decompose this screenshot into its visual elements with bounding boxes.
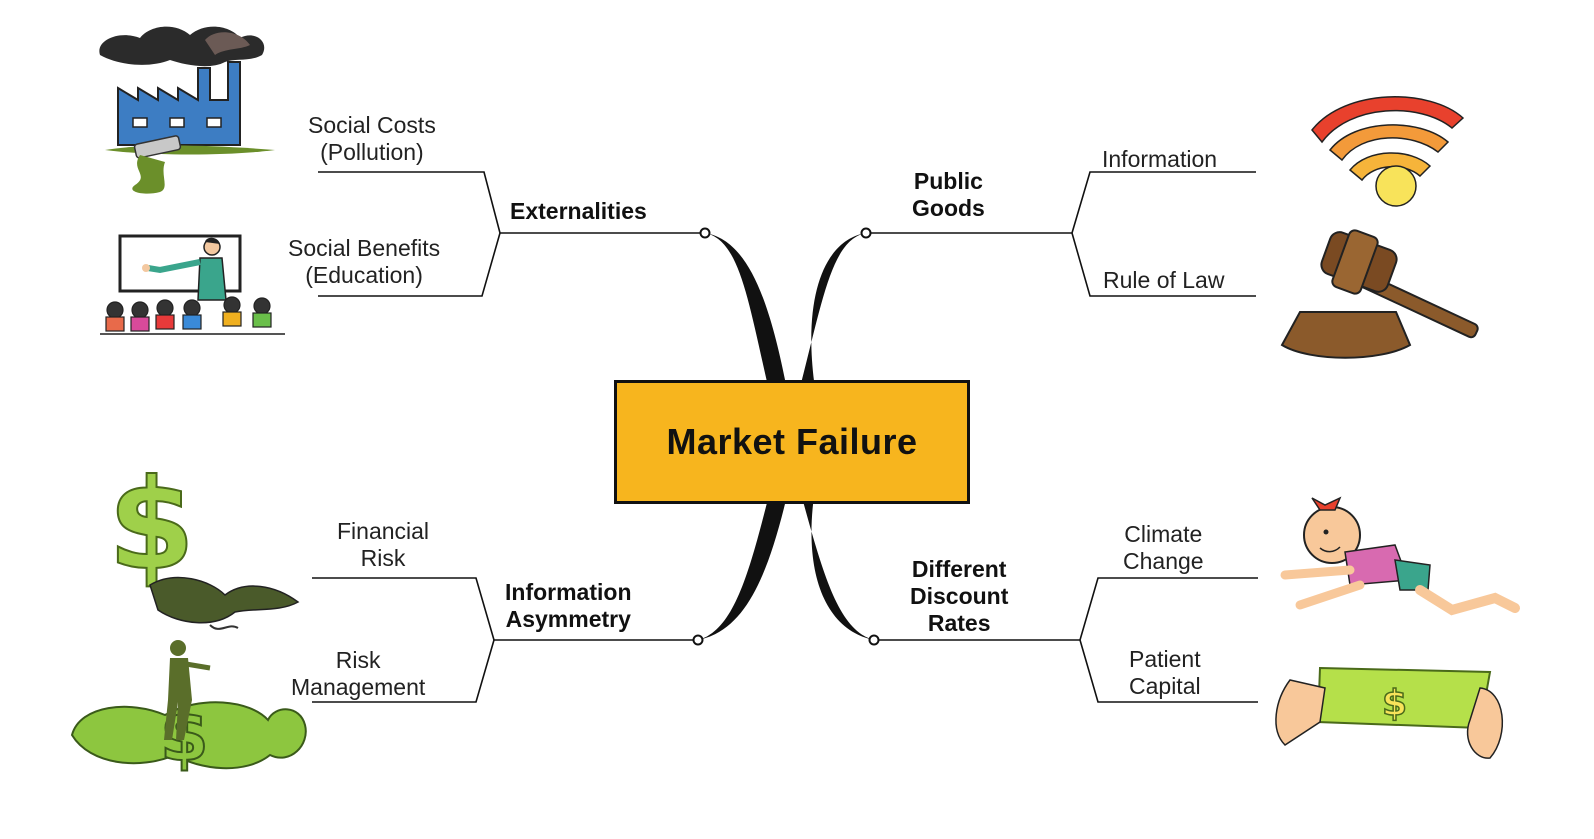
branch-label-info-asymmetry: Information Asymmetry: [505, 579, 632, 632]
branch-label-discount-rates: Different Discount Rates: [910, 556, 1009, 636]
wifi-signal-icon: [1311, 96, 1465, 207]
center-node: Market Failure: [614, 380, 970, 504]
branch-label-public-goods: Public Goods: [912, 168, 985, 221]
gavel-icon: [1280, 229, 1479, 359]
branch-connector-discount-rates: [798, 483, 874, 640]
leaf-patient-capital: Patient Capital: [1129, 646, 1201, 699]
branch-connector-info-asymmetry: [698, 483, 790, 640]
money-bill-icon: $: [1275, 666, 1503, 759]
node-externalities: [699, 227, 711, 239]
factory-pollution-icon: [99, 26, 275, 194]
leaf-rule-of-law: Rule of Law: [1103, 267, 1225, 293]
leaf-climate-change: Climate Change: [1123, 521, 1204, 574]
leaf-financial-risk: Financial Risk: [337, 518, 430, 571]
classroom-icon: [100, 234, 285, 335]
dollar-snake-icon: $: [107, 452, 300, 630]
node-info-asymmetry: [692, 634, 704, 646]
node-public-goods: [860, 227, 872, 239]
man-on-dollar-icon: $: [70, 640, 307, 778]
branch-connector-externalities: [705, 233, 788, 395]
center-node-label: Market Failure: [666, 421, 918, 462]
svg-text:$: $: [108, 453, 195, 598]
leaf-information: Information: [1102, 146, 1218, 172]
node-discount-rates: [868, 634, 880, 646]
crawling-baby-icon: [1280, 496, 1520, 616]
branch-label-externalities: Externalities: [510, 198, 647, 224]
svg-text:$: $: [1382, 683, 1407, 724]
leaf-social-costs: Social Costs (Pollution): [308, 112, 436, 165]
branch-connector-public-goods: [798, 233, 866, 395]
leaf-risk-management: Risk Management: [291, 647, 426, 700]
leaf-social-benefits: Social Benefits (Education): [288, 235, 441, 288]
